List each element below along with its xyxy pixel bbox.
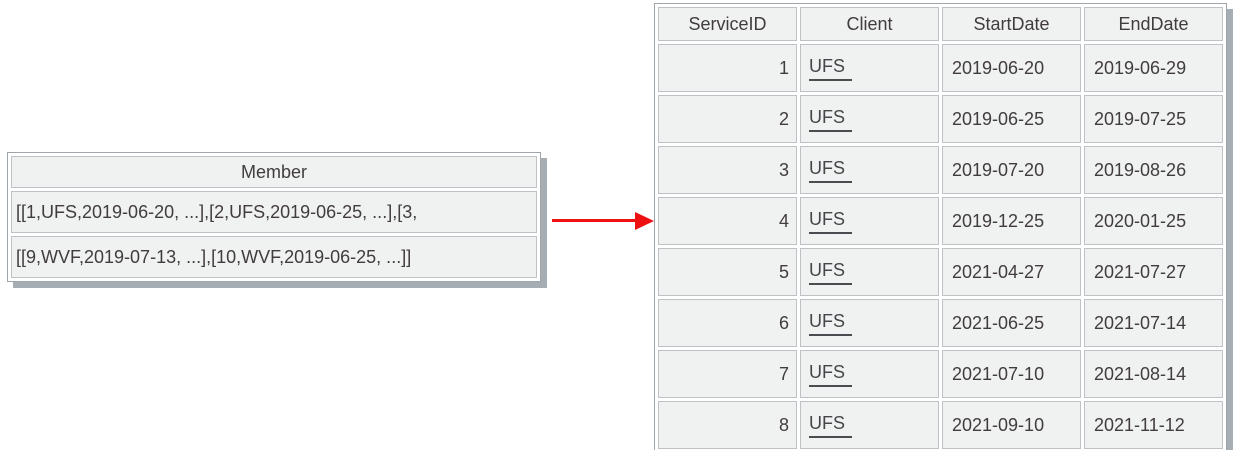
client-cell: UFS — [800, 299, 939, 347]
client-link[interactable]: UFS — [809, 412, 852, 438]
start-date-cell: 2019-12-25 — [942, 197, 1081, 245]
start-date-cell: 2021-07-10 — [942, 350, 1081, 398]
column-header-serviceid: ServiceID — [658, 7, 797, 41]
column-header-client: Client — [800, 7, 939, 41]
service-id-cell: 8 — [658, 401, 797, 449]
column-header-startdate: StartDate — [942, 7, 1081, 41]
table-row: 4 UFS 2019-12-25 2020-01-25 — [658, 197, 1223, 245]
member-grid: Member [[1,UFS,2019-06-20, ...],[2,UFS,2… — [8, 153, 540, 281]
end-date-cell: 2021-08-14 — [1084, 350, 1223, 398]
table-row: 8 UFS 2021-09-10 2021-11-12 — [658, 401, 1223, 449]
table-row: 6 UFS 2021-06-25 2021-07-14 — [658, 299, 1223, 347]
service-table: ServiceID Client StartDate EndDate 1 UFS… — [655, 4, 1226, 450]
start-date-cell: 2019-07-20 — [942, 146, 1081, 194]
client-link[interactable]: UFS — [809, 310, 852, 336]
column-header-enddate: EndDate — [1084, 7, 1223, 41]
client-cell: UFS — [800, 95, 939, 143]
client-link[interactable]: UFS — [809, 208, 852, 234]
service-id-cell: 6 — [658, 299, 797, 347]
service-id-cell: 5 — [658, 248, 797, 296]
end-date-cell: 2021-07-14 — [1084, 299, 1223, 347]
table-row: 1 UFS 2019-06-20 2019-06-29 — [658, 44, 1223, 92]
start-date-cell: 2021-09-10 — [942, 401, 1081, 449]
service-id-cell: 7 — [658, 350, 797, 398]
client-cell: UFS — [800, 350, 939, 398]
service-id-cell: 1 — [658, 44, 797, 92]
client-cell: UFS — [800, 197, 939, 245]
service-id-cell: 2 — [658, 95, 797, 143]
member-data-row-1: [[1,UFS,2019-06-20, ...],[2,UFS,2019-06-… — [11, 191, 537, 233]
service-id-cell: 3 — [658, 146, 797, 194]
client-cell: UFS — [800, 146, 939, 194]
client-link[interactable]: UFS — [809, 361, 852, 387]
end-date-cell: 2019-08-26 — [1084, 146, 1223, 194]
end-date-cell: 2019-07-25 — [1084, 95, 1223, 143]
start-date-cell: 2021-06-25 — [942, 299, 1081, 347]
service-id-cell: 4 — [658, 197, 797, 245]
client-cell: UFS — [800, 44, 939, 92]
flow-arrow-line — [552, 219, 636, 222]
service-table-panel: ServiceID Client StartDate EndDate 1 UFS… — [654, 3, 1227, 450]
client-cell: UFS — [800, 401, 939, 449]
client-link[interactable]: UFS — [809, 106, 852, 132]
client-link[interactable]: UFS — [809, 259, 852, 285]
member-panel-title: Member — [11, 156, 537, 188]
table-row: 3 UFS 2019-07-20 2019-08-26 — [658, 146, 1223, 194]
start-date-cell: 2021-04-27 — [942, 248, 1081, 296]
table-row: 5 UFS 2021-04-27 2021-07-27 — [658, 248, 1223, 296]
member-panel: Member [[1,UFS,2019-06-20, ...],[2,UFS,2… — [7, 152, 541, 282]
start-date-cell: 2019-06-20 — [942, 44, 1081, 92]
member-data-row-2: [[9,WVF,2019-07-13, ...],[10,WVF,2019-06… — [11, 236, 537, 278]
service-table-header-row: ServiceID Client StartDate EndDate — [658, 7, 1223, 41]
table-row: 2 UFS 2019-06-25 2019-07-25 — [658, 95, 1223, 143]
end-date-cell: 2019-06-29 — [1084, 44, 1223, 92]
start-date-cell: 2019-06-25 — [942, 95, 1081, 143]
table-row: 7 UFS 2021-07-10 2021-08-14 — [658, 350, 1223, 398]
client-cell: UFS — [800, 248, 939, 296]
end-date-cell: 2021-11-12 — [1084, 401, 1223, 449]
end-date-cell: 2021-07-27 — [1084, 248, 1223, 296]
arrow-right-icon — [635, 212, 654, 230]
client-link[interactable]: UFS — [809, 55, 852, 81]
client-link[interactable]: UFS — [809, 157, 852, 183]
end-date-cell: 2020-01-25 — [1084, 197, 1223, 245]
